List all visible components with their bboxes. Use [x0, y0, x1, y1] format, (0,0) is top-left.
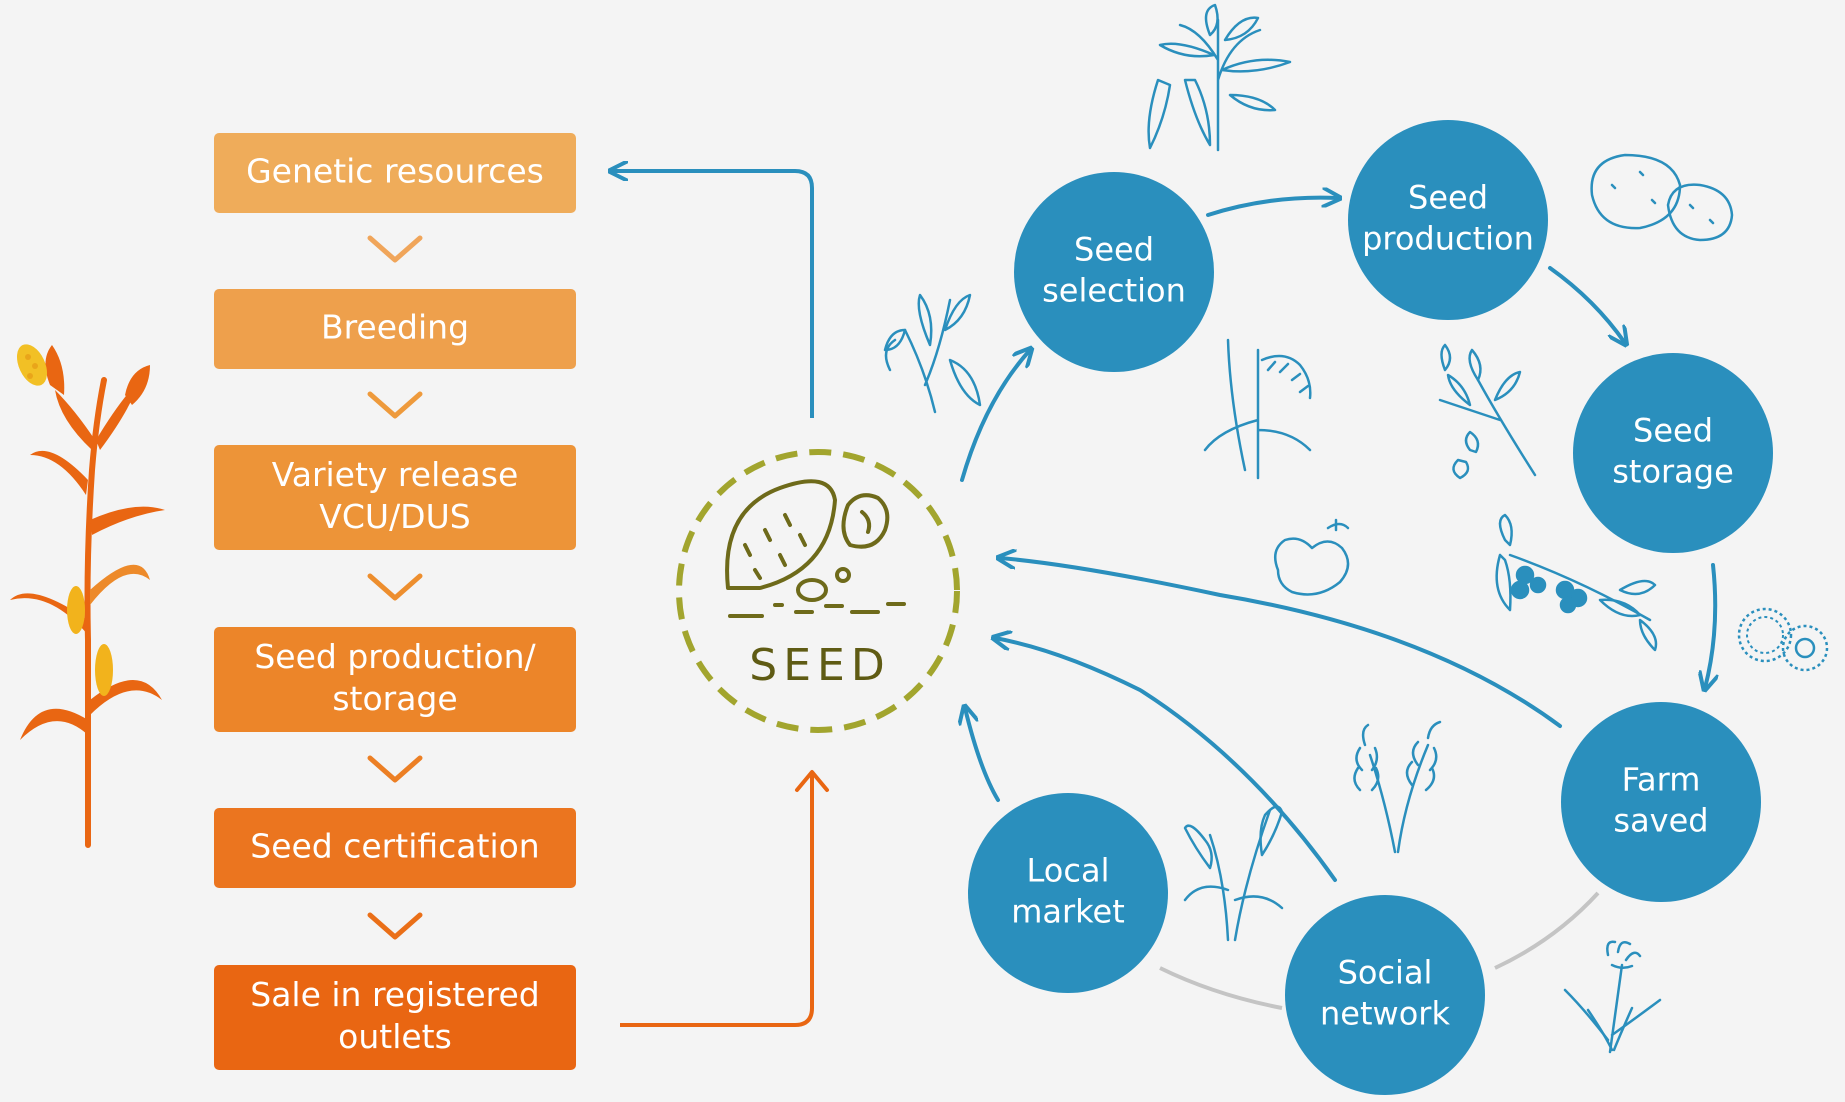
node-circle [1561, 702, 1761, 902]
node-label: selection [1042, 272, 1186, 310]
beans-plant-icon [1495, 513, 1658, 652]
step-label: Sale in registered [250, 975, 540, 1014]
rice-plant-icon [1203, 338, 1312, 480]
chevron-down-icon [367, 755, 423, 783]
step-label: Genetic resources [246, 152, 544, 191]
seed-emblem: SEED [676, 449, 960, 733]
arrow-from-sale-to-seed [620, 775, 814, 1027]
step-box-bg [214, 445, 576, 550]
node-label: saved [1613, 802, 1708, 840]
chevron-down-icon [367, 573, 423, 601]
link-socialnetwork-farmsaved [1494, 891, 1600, 970]
seed-label: SEED [749, 640, 890, 691]
informal-seed-system-nodes: SeedselectionSeedproductionSeedstorageFa… [968, 120, 1773, 1095]
step-label: VCU/DUS [319, 497, 470, 536]
potato-icon [1590, 153, 1734, 242]
pea-plant-icon [883, 293, 982, 414]
step-label: Seed certification [250, 827, 539, 866]
node-circle [1348, 120, 1548, 320]
wheat-icon [1353, 720, 1442, 854]
cowpea-plant-icon [1147, 3, 1292, 152]
link-localmarket-socialnetwork [1159, 966, 1283, 1010]
node-label: storage [1612, 453, 1734, 491]
millet-icon [1183, 805, 1284, 942]
step-box-4: Seed production/storage [214, 627, 576, 732]
seed-ring [676, 449, 960, 733]
step-label: storage [332, 679, 457, 718]
node-label: Seed [1408, 179, 1488, 217]
node-label: market [1011, 893, 1125, 931]
informal-cycle-arrows [960, 198, 1715, 882]
chevron-down-icon [367, 235, 423, 263]
node-label: Local [1027, 852, 1110, 890]
node-circle [1573, 353, 1773, 553]
arrow-to-genetic-resources [612, 171, 814, 418]
node-label: network [1320, 995, 1450, 1033]
step-box-bg [214, 808, 576, 888]
step-box-5: Seed certification [214, 808, 576, 888]
arrow-production-to-storage [1548, 266, 1625, 343]
chevron-down-icon [367, 391, 423, 419]
maize-plant-icon [10, 344, 165, 848]
chevron-down-icon [367, 912, 423, 940]
step-label: Seed production/ [254, 637, 536, 676]
groundnut-plant-icon [1438, 343, 1537, 480]
arrow-socialnetwork-to-center [995, 638, 1337, 882]
sorghum-icon [1737, 607, 1829, 672]
arrow-localmarket-to-center [965, 708, 1000, 802]
node-circle [968, 793, 1168, 993]
step-label: Breeding [321, 308, 469, 347]
bean-seed-icon [1273, 518, 1350, 596]
network-links [1159, 891, 1600, 1010]
step-box-bg [214, 289, 576, 369]
step-chevrons [367, 235, 423, 940]
node-label: Seed [1074, 231, 1154, 269]
node-label: Farm [1622, 761, 1701, 799]
node-label: Seed [1633, 412, 1713, 450]
node-label: Social [1338, 954, 1433, 992]
step-box-bg [214, 965, 576, 1070]
step-box-2: Breeding [214, 289, 576, 369]
node-label: production [1362, 220, 1534, 258]
arrow-storage-to-farmsaved [1705, 563, 1715, 688]
step-label: outlets [338, 1017, 452, 1056]
node-circle [1285, 895, 1485, 1095]
step-box-bg [214, 133, 576, 213]
seeds-icon [725, 479, 906, 618]
arrow-farmsaved-to-center [1000, 558, 1562, 728]
arrow-center-to-selection [960, 350, 1030, 482]
flower-icon [1563, 940, 1662, 1054]
step-label: Variety release [272, 455, 519, 494]
step-box-bg [214, 627, 576, 732]
arrow-selection-to-production [1206, 198, 1338, 217]
step-box-1: Genetic resources [214, 133, 576, 213]
node-circle [1014, 172, 1214, 372]
arrow-head-orange [795, 770, 829, 792]
